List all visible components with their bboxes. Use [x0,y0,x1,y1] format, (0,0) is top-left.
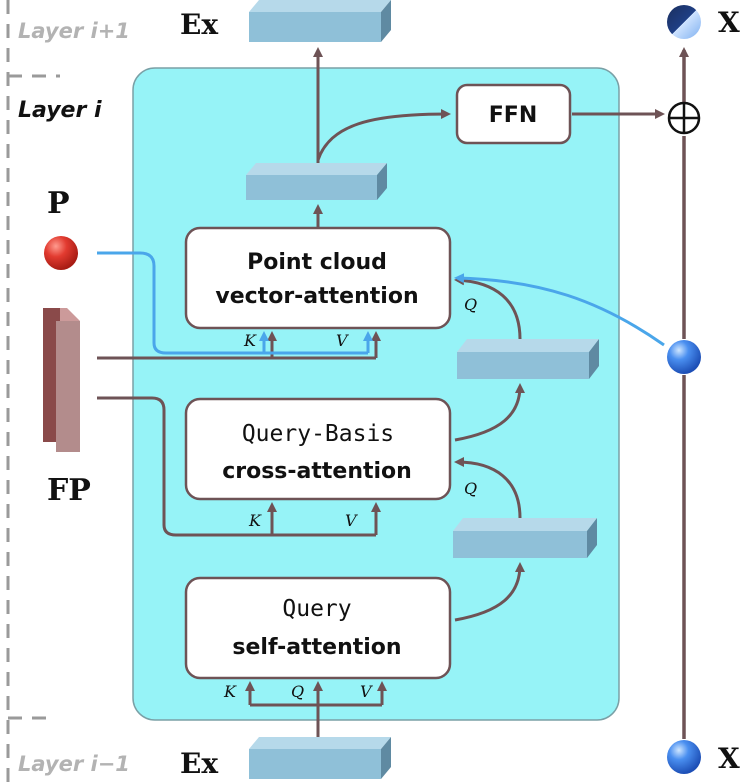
ex-bottom-feature-box [249,737,391,779]
intermediate-feature-box-top [246,163,387,200]
x-middle-sphere [667,340,701,374]
query-basis-k-label: K [248,511,262,530]
x-bottom-label: X [718,742,740,775]
query-self-subtitle: self-attention [232,635,401,660]
ex-bottom-label: Ex [180,747,218,780]
query-basis-title: Query-Basis [242,421,394,447]
point-p-sphere [44,236,78,270]
intermediate-feature-box-middle [457,339,599,379]
point-cloud-title: Point cloud [247,250,387,275]
self-attn-k-label: K [223,682,237,701]
self-attn-v-label: V [360,682,373,701]
intermediate-feature-box-bottom [453,518,597,558]
layer-current-label: Layer i [18,98,102,123]
query-self-block [184,576,452,680]
x-top-sphere [667,5,701,39]
layer-below-label: Layer i−1 [18,752,130,776]
x-bottom-sphere [667,740,701,774]
query-self-title: Query [282,596,351,622]
point-cloud-block [184,226,452,330]
residual-add-icon [667,101,701,135]
layer-dividers [6,0,60,784]
query-basis-subtitle: cross-attention [222,459,412,484]
ffn-block [455,83,572,145]
query-basis-v-label: V [345,511,358,530]
point-cloud-subtitle: vector-attention [215,284,418,309]
fp-label: FP [47,473,91,508]
point-cloud-v-label: V [336,331,349,350]
layer-above-label: Layer i+1 [18,19,130,43]
point-cloud-q-label: Q [464,295,477,314]
brown-arrows [97,47,665,737]
x-top-label: X [718,6,740,39]
query-basis-q-label: Q [464,479,477,498]
ex-top-feature-box [249,0,391,42]
ex-top-label: Ex [180,8,218,41]
blue-arrows [97,251,665,355]
point-cloud-k-label: K [243,331,257,350]
self-attn-q-label: Q [291,682,304,701]
ffn-label: FFN [489,103,537,128]
fp-feature-prism [43,308,80,452]
query-basis-block [184,397,452,501]
p-label: P [47,186,70,221]
